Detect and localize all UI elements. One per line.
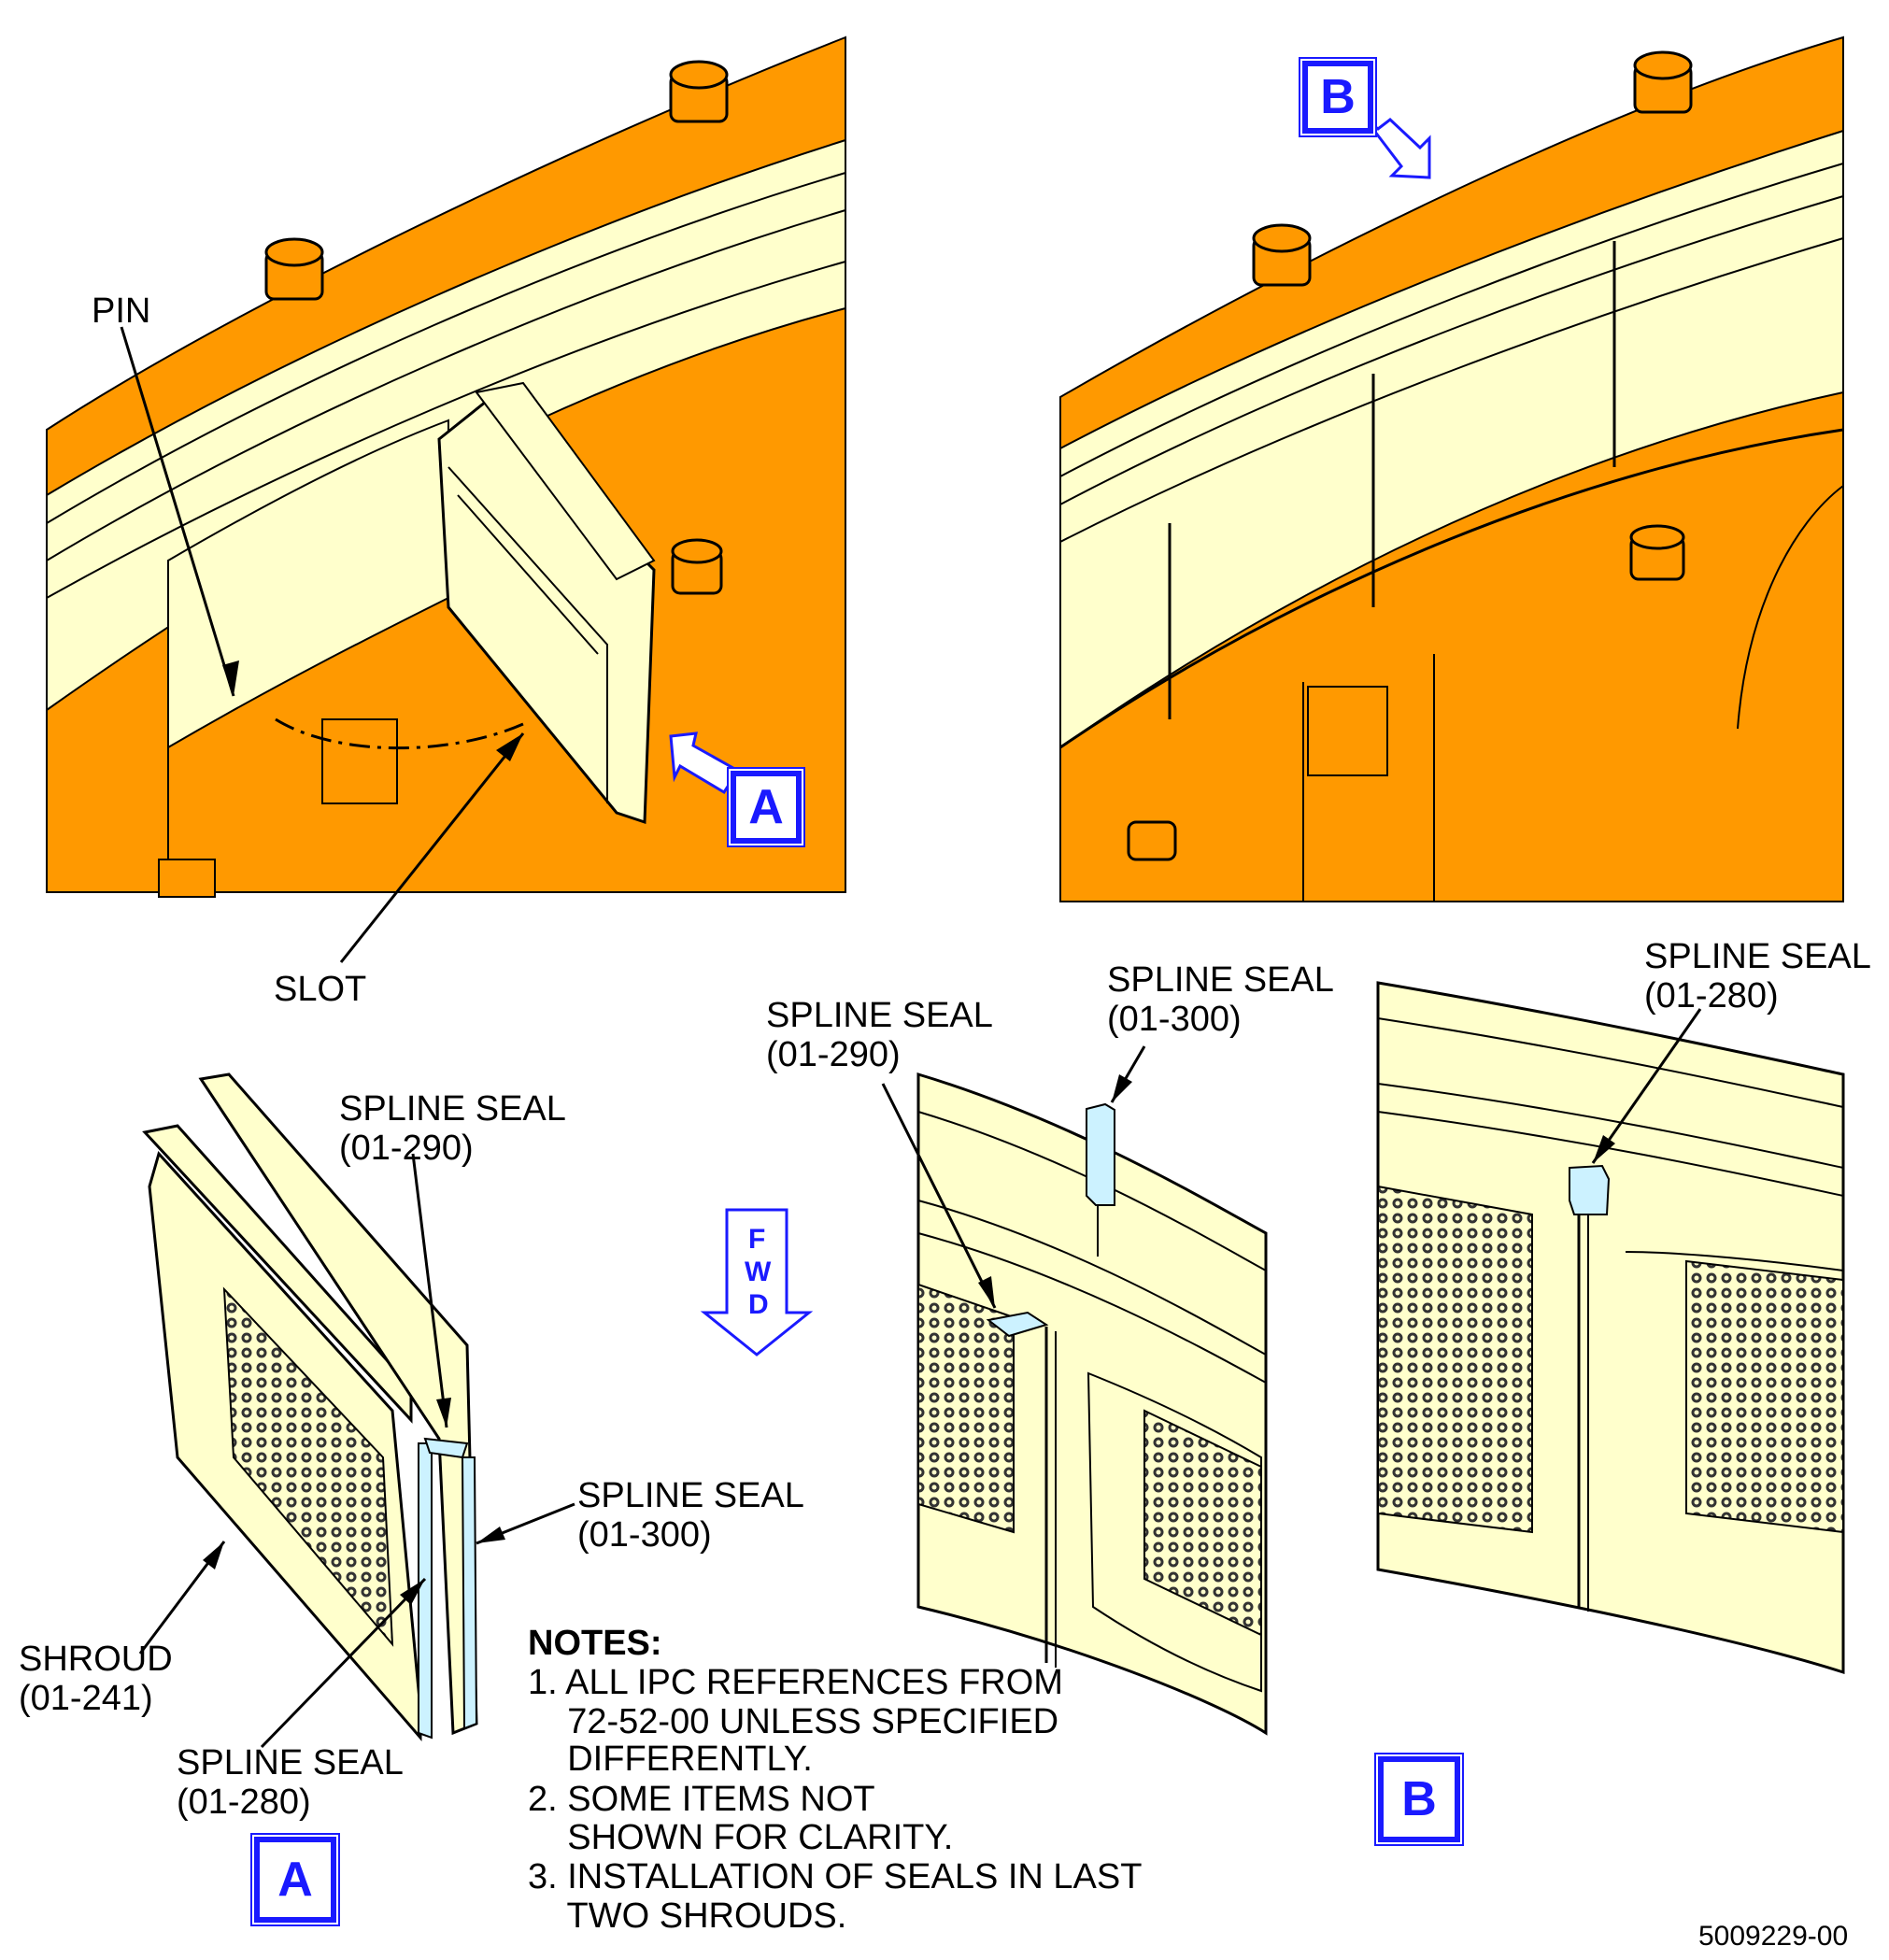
note-line-7: TWO SHROUDS. [528, 1896, 847, 1936]
view-b-label: B [1378, 1756, 1460, 1842]
spline-seal-280-label-b: SPLINE SEAL (01-280) [1644, 937, 1871, 1016]
spline-seal-290-label-b: SPLINE SEAL (01-290) [766, 996, 993, 1074]
slot-label: SLOT [274, 970, 367, 1009]
shroud-label: SHROUD (01-241) [19, 1640, 173, 1718]
note-line-5: SHOWN FOR CLARITY. [528, 1818, 954, 1857]
detail-a [138, 1072, 575, 1749]
view-a-callout-top: A [731, 771, 802, 844]
view-b-callout-top: B [1302, 61, 1373, 134]
spline-seal-300-label-b: SPLINE SEAL (01-300) [1107, 960, 1334, 1039]
detail-b-left [881, 1045, 1268, 1736]
note-line-3: DIFFERENTLY. [528, 1740, 813, 1779]
detail-b-right [1376, 981, 1845, 1675]
spline-seal-280-label-a: SPLINE SEAL (01-280) [177, 1743, 404, 1822]
notes-title: NOTES: [528, 1624, 662, 1663]
fwd-letter-d: D [748, 1289, 769, 1320]
figure-id: 5009229-00 [1698, 1921, 1849, 1952]
note-line-2: 72-52-00 UNLESS SPECIFIED [528, 1702, 1059, 1741]
view-a-label: A [254, 1837, 336, 1923]
top-left-view [46, 36, 846, 963]
top-right-view [1059, 36, 1844, 902]
note-line-1: 1. ALL IPC REFERENCES FROM [528, 1663, 1063, 1702]
fwd-arrow [700, 1208, 814, 1356]
fwd-letter-w: W [745, 1257, 772, 1287]
spline-seal-300-label-a: SPLINE SEAL (01-300) [577, 1476, 804, 1555]
spline-seal-290-label-a: SPLINE SEAL (01-290) [339, 1089, 566, 1168]
note-line-4: 2. SOME ITEMS NOT [528, 1780, 875, 1819]
fwd-letter-f: F [748, 1224, 766, 1255]
note-line-6: 3. INSTALLATION OF SEALS IN LAST [528, 1857, 1143, 1896]
pin-label: PIN [92, 291, 151, 331]
